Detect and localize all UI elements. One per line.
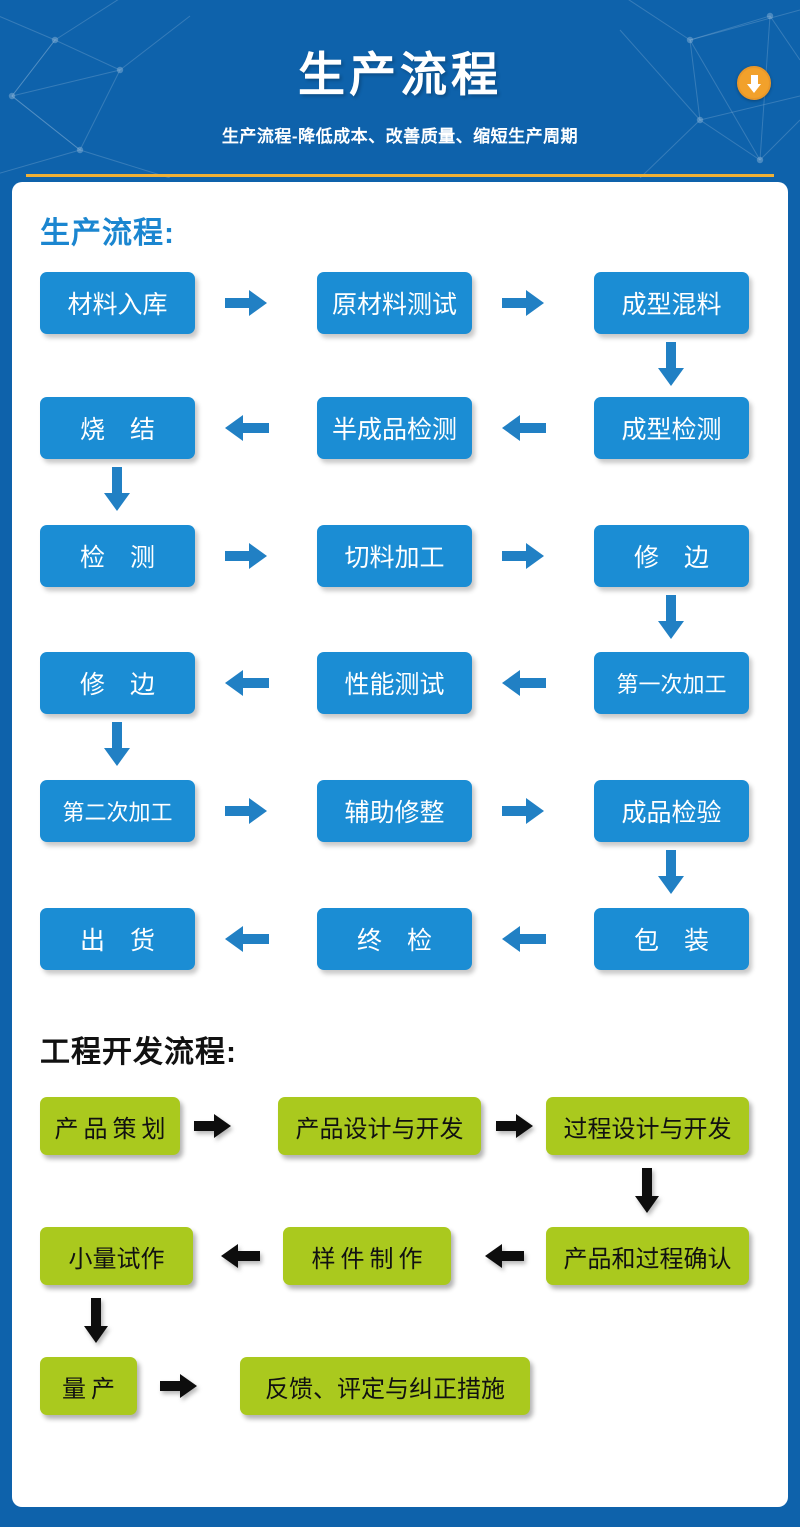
arrow-head <box>747 84 761 93</box>
node-shipment[interactable]: 出 货 <box>40 908 195 970</box>
node-feedback-assessment-corrective[interactable]: 反馈、评定与纠正措施 <box>240 1357 530 1415</box>
header-divider <box>26 174 774 177</box>
arrow-right-g1 <box>194 1114 234 1138</box>
arrow-left-5 <box>502 926 546 952</box>
node-sample-making[interactable]: 样件制作 <box>283 1227 451 1285</box>
arrow-stem <box>750 75 758 86</box>
node-cutting-process[interactable]: 切料加工 <box>317 525 472 587</box>
arrow-right-4 <box>502 543 546 569</box>
node-process-design-development[interactable]: 过程设计与开发 <box>546 1097 749 1155</box>
arrow-down-5 <box>658 850 684 894</box>
node-raw-material-test[interactable]: 原材料测试 <box>317 272 472 334</box>
node-second-processing[interactable]: 第二次加工 <box>40 780 195 842</box>
node-semi-finished-inspection[interactable]: 半成品检测 <box>317 397 472 459</box>
node-small-batch-trial[interactable]: 小量试作 <box>40 1227 193 1285</box>
node-first-processing[interactable]: 第一次加工 <box>594 652 749 714</box>
node-product-design-development[interactable]: 产品设计与开发 <box>278 1097 481 1155</box>
node-forming-inspection[interactable]: 成型检测 <box>594 397 749 459</box>
node-product-process-validation[interactable]: 产品和过程确认 <box>546 1227 749 1285</box>
arrow-down-4 <box>104 722 130 766</box>
node-packaging[interactable]: 包 装 <box>594 908 749 970</box>
content-panel: 生产流程: 材料入库 原材料测试 成型混料 成型检测 半成品检测 烧 结 检 测… <box>12 182 788 1507</box>
node-inspection[interactable]: 检 测 <box>40 525 195 587</box>
node-material-inbound[interactable]: 材料入库 <box>40 272 195 334</box>
arrow-right-g3 <box>160 1374 200 1398</box>
node-trimming-1[interactable]: 修 边 <box>594 525 749 587</box>
arrow-left-g2 <box>221 1244 261 1268</box>
node-performance-test[interactable]: 性能测试 <box>317 652 472 714</box>
section-title-production: 生产流程: <box>40 217 175 250</box>
arrow-left-4 <box>225 670 269 696</box>
arrow-right-g2 <box>496 1114 536 1138</box>
arrow-right-6 <box>502 798 546 824</box>
arrow-right-3 <box>225 543 269 569</box>
arrow-down-g2 <box>84 1298 108 1344</box>
node-mass-production[interactable]: 量产 <box>40 1357 137 1415</box>
arrow-down-3 <box>658 595 684 639</box>
page-subtitle: 生产流程-降低成本、改善质量、缩短生产周期 <box>221 127 579 146</box>
arrow-left-2 <box>225 415 269 441</box>
node-final-inspection[interactable]: 终 检 <box>317 908 472 970</box>
arrow-left-g1 <box>485 1244 525 1268</box>
node-auxiliary-finishing[interactable]: 辅助修整 <box>317 780 472 842</box>
node-trimming-2[interactable]: 修 边 <box>40 652 195 714</box>
arrow-right-1 <box>225 290 269 316</box>
section-title-engineering: 工程开发流程: <box>40 1036 237 1069</box>
node-forming-mix[interactable]: 成型混料 <box>594 272 749 334</box>
node-product-planning[interactable]: 产品策划 <box>40 1097 180 1155</box>
arrow-left-6 <box>225 926 269 952</box>
arrow-down-1 <box>658 342 684 386</box>
page-title: 生产流程 <box>298 48 502 101</box>
node-sintering[interactable]: 烧 结 <box>40 397 195 459</box>
arrow-down-2 <box>104 467 130 511</box>
node-finished-goods-inspection[interactable]: 成品检验 <box>594 780 749 842</box>
arrow-left-1 <box>502 415 546 441</box>
circle-arrow-down-icon[interactable] <box>737 66 771 100</box>
arrow-right-2 <box>502 290 546 316</box>
page-header: 生产流程 生产流程-降低成本、改善质量、缩短生产周期 <box>0 0 800 178</box>
arrow-right-5 <box>225 798 269 824</box>
arrow-left-3 <box>502 670 546 696</box>
arrow-down-g1 <box>635 1168 659 1214</box>
